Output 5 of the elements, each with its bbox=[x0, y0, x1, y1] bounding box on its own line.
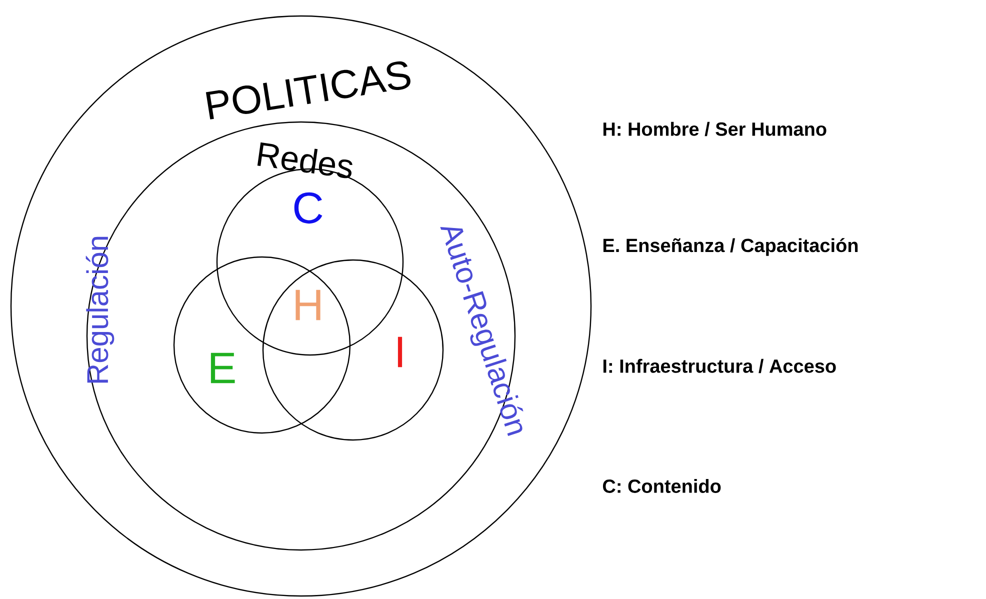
key-text: H: Hombre / Ser Humano bbox=[603, 122, 826, 136]
venn-letter: H bbox=[296, 290, 320, 320]
key-text: I: Infraestructura / Acceso bbox=[603, 358, 836, 374]
key-text: C: Contenido bbox=[603, 479, 721, 493]
key-text: E. Enseñanza / Capacitación bbox=[603, 238, 858, 256]
